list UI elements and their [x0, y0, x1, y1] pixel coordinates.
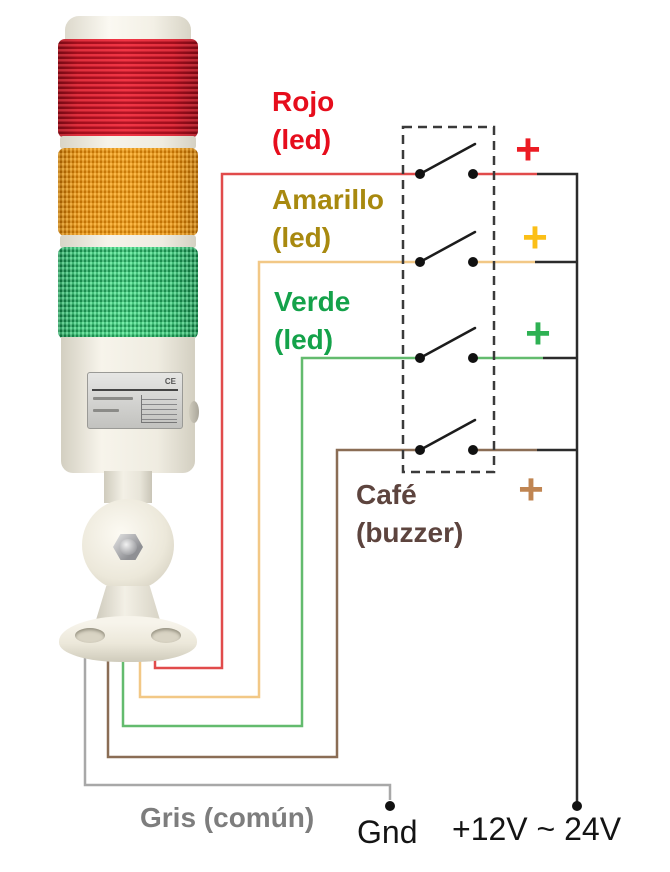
- gnd-terminal-dot: [385, 801, 395, 811]
- tower-neck: [104, 471, 152, 503]
- gray-wire: [83, 640, 392, 800]
- plus-yellow: +: [522, 213, 548, 262]
- switch-box: [401, 125, 496, 474]
- switch-2-terminal-right: [468, 257, 478, 267]
- verde-label: Verde (led): [274, 283, 350, 359]
- verde-name: Verde: [274, 286, 351, 317]
- switch-4-lever: [418, 418, 477, 452]
- plus-red: +: [515, 125, 541, 174]
- stand-cone: [96, 586, 160, 620]
- switch-3-lever: [418, 326, 477, 360]
- ce-mark: CE: [164, 377, 176, 386]
- tower-top-cap: [65, 16, 191, 43]
- hex-bolt-core: [119, 539, 137, 555]
- rojo-label: Rojo (led): [272, 83, 334, 159]
- green-wire: [121, 356, 418, 728]
- switch-3-terminal-left: [415, 353, 425, 363]
- verde-type: (led): [274, 324, 334, 355]
- supply-terminal-dot: [572, 801, 582, 811]
- rojo-name: Rojo: [272, 86, 335, 117]
- switch-4-terminal-left: [415, 445, 425, 455]
- cafe-label: Café (buzzer): [356, 476, 463, 552]
- plus-green: +: [525, 309, 551, 358]
- red-lens-segment: [58, 39, 198, 138]
- cafe-name: Café: [356, 479, 417, 510]
- supply-bus: [537, 172, 579, 806]
- switch-4-terminal-right: [468, 445, 478, 455]
- switch-1-terminal-left: [415, 169, 425, 179]
- amber-lens-segment: [58, 148, 198, 236]
- gris-name: Gris (común): [140, 802, 315, 833]
- switch-1-lever: [418, 142, 477, 176]
- segment-divider: [60, 235, 196, 248]
- mounting-hole-left: [75, 628, 105, 643]
- brown-wire: [106, 448, 418, 759]
- tower-light-photo: CE: [58, 16, 199, 666]
- yellow-wire: [138, 260, 418, 699]
- body-side-screw: [189, 401, 199, 423]
- switch-2-terminal-left: [415, 257, 425, 267]
- spec-sticker: CE: [87, 372, 183, 429]
- mounting-hole-right: [151, 628, 181, 643]
- amarillo-label: Amarillo (led): [272, 181, 384, 257]
- amarillo-name: Amarillo: [272, 184, 385, 215]
- plus-brown: +: [518, 465, 544, 514]
- sticker-text-line: [93, 409, 119, 412]
- supply-label: +12V ~ 24V: [452, 811, 622, 847]
- switch-2-lever: [418, 230, 477, 264]
- rojo-type: (led): [272, 124, 332, 155]
- switch-3-terminal-right: [468, 353, 478, 363]
- sticker-rule: [92, 389, 178, 391]
- sticker-text-line: [93, 397, 133, 400]
- switch-1-terminal-right: [468, 169, 478, 179]
- amarillo-type: (led): [272, 222, 332, 253]
- gris-label: Gris (común): [140, 799, 314, 837]
- gnd-label: Gnd: [357, 814, 418, 850]
- green-lens-segment: [58, 247, 198, 339]
- segment-divider: [60, 136, 196, 149]
- sticker-mini-schematic: [141, 395, 177, 423]
- cafe-type: (buzzer): [356, 517, 464, 548]
